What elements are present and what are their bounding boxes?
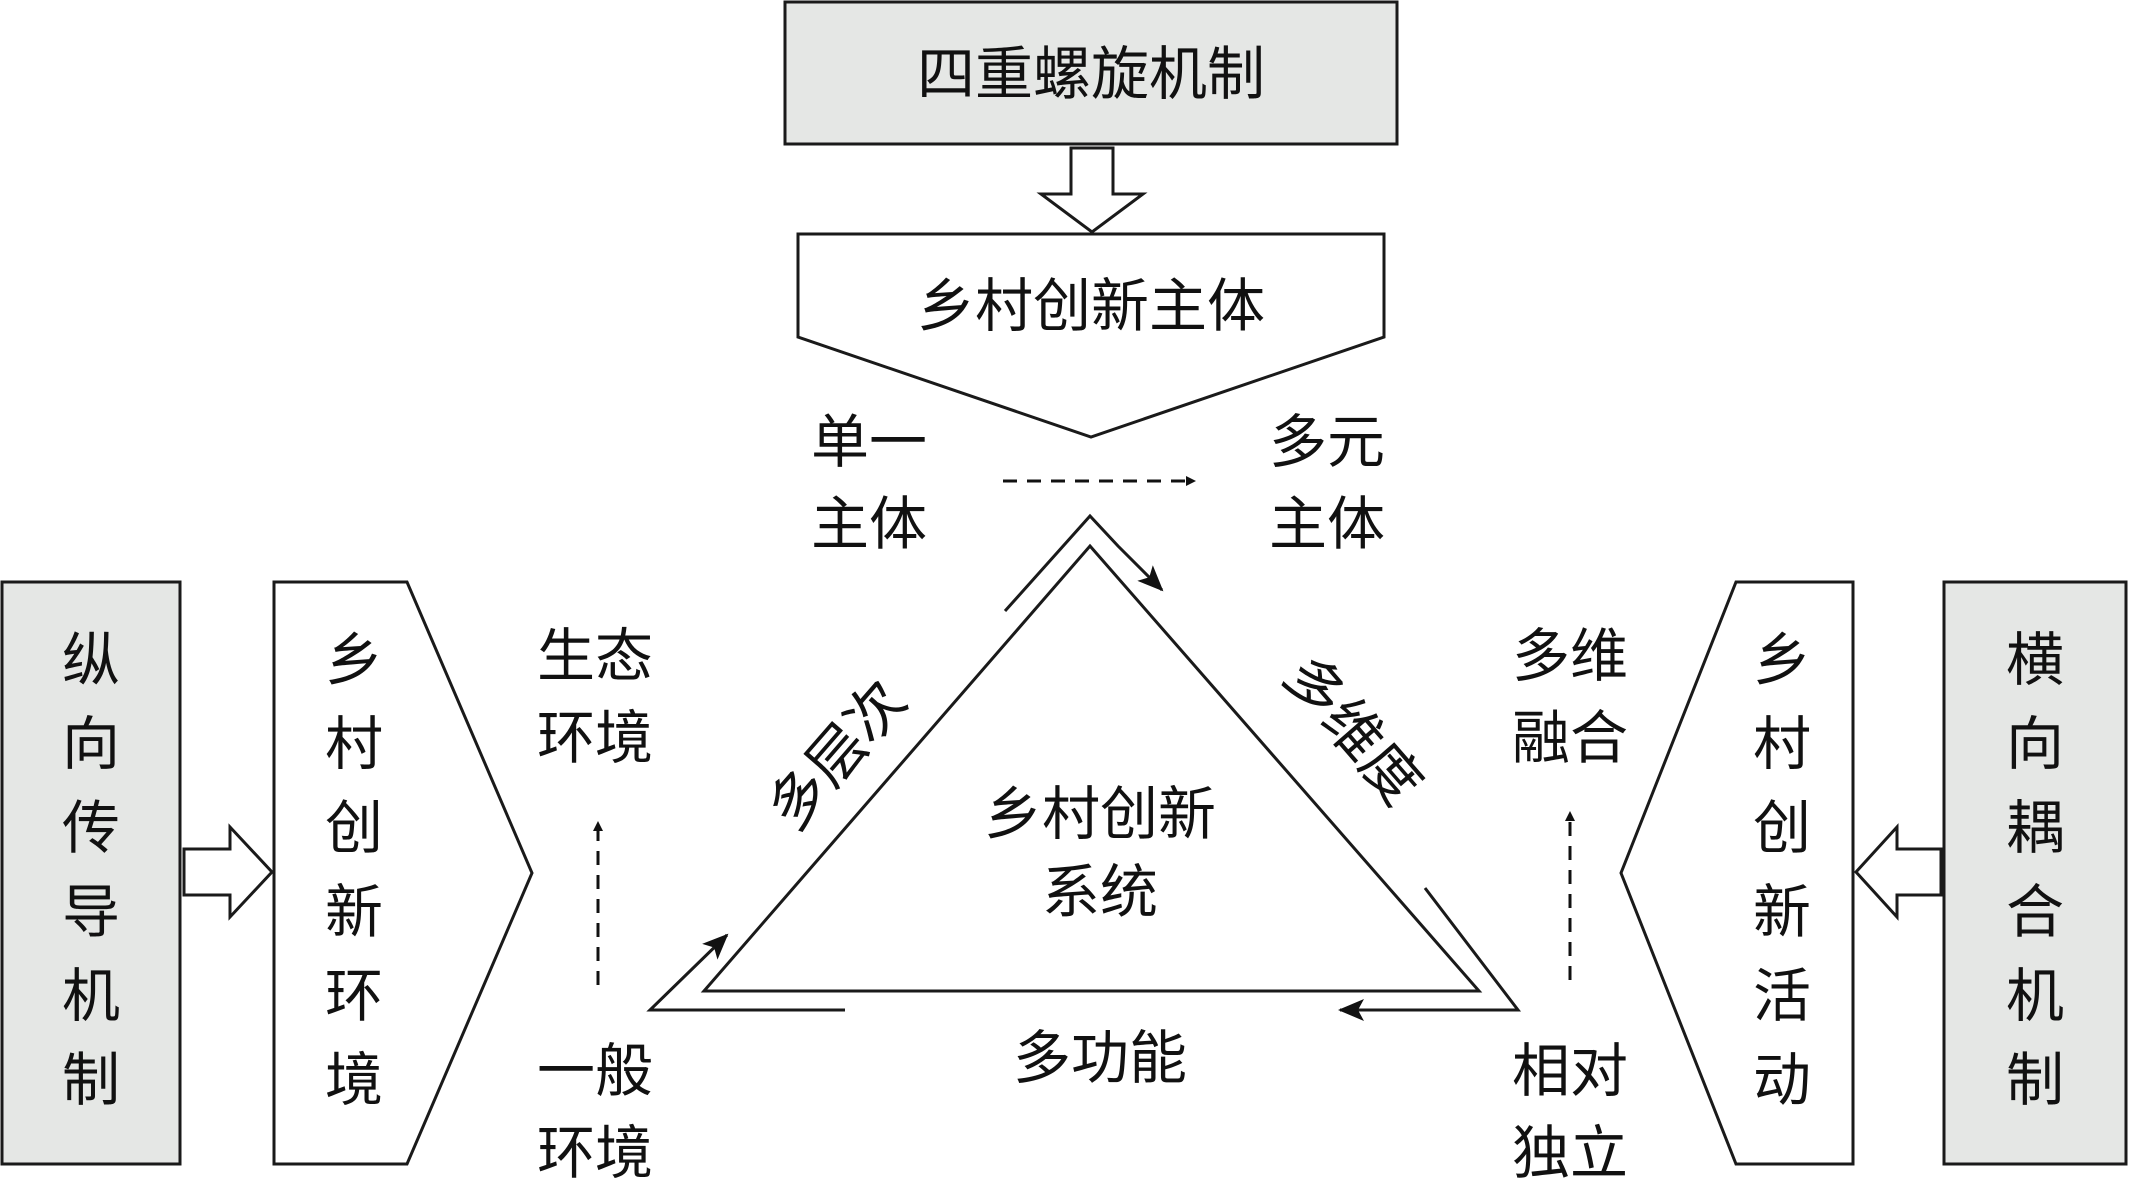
left-hollow-arrow (182, 823, 275, 921)
subject-pentagon (796, 232, 1386, 439)
single-subject-line1: 单一 (811, 408, 927, 476)
left-mech-char-6: 制 (62, 1046, 120, 1114)
general-env-line1: 一般 (537, 1037, 653, 1105)
right-act-char-2: 村 (1753, 710, 1811, 778)
left-env-char-1: 乡 (325, 626, 383, 694)
right-act-char-6: 动 (1753, 1046, 1811, 1114)
left-mech-char-1: 纵 (62, 626, 120, 694)
down-hollow-arrow (1036, 146, 1148, 234)
left-mech-char-3: 传 (62, 794, 120, 862)
system-triangle (700, 543, 1483, 993)
system-label-line1: 乡村创新 (984, 780, 1216, 848)
multi-subject-line1: 多元 (1269, 408, 1385, 476)
left-env-char-5: 环 (325, 962, 383, 1030)
left-mech-char-5: 机 (62, 962, 120, 1030)
rel-indep-line1: 相对 (1512, 1037, 1628, 1105)
right-mech-char-6: 制 (2006, 1046, 2064, 1114)
right-mech-char-5: 机 (2006, 962, 2064, 1030)
right-mech-char-4: 合 (2006, 878, 2064, 946)
left-env-char-6: 境 (325, 1046, 383, 1114)
rel-indep-line2: 独立 (1512, 1119, 1628, 1183)
right-hollow-arrow (1853, 823, 1943, 921)
right-act-char-5: 活 (1753, 962, 1811, 1030)
top-mechanism-box (783, 0, 1399, 146)
left-mech-char-2: 向 (62, 710, 120, 778)
right-act-char-1: 乡 (1753, 626, 1811, 694)
right-act-char-4: 新 (1753, 878, 1811, 946)
spiral-line-top (1003, 513, 1164, 613)
general-env-line2: 环境 (537, 1119, 653, 1183)
right-mech-char-3: 耦 (2006, 794, 2064, 862)
left-env-pentagon (272, 580, 534, 1166)
right-mech-char-2: 向 (2006, 710, 2064, 778)
single-subject-line2: 主体 (811, 490, 927, 558)
system-label-line2: 系统 (1042, 858, 1158, 926)
spiral-line-left (646, 933, 845, 1012)
spiral-line-right (1338, 887, 1522, 1021)
multi-subject-line2: 主体 (1269, 490, 1385, 558)
subject-label: 乡村创新主体 (917, 272, 1265, 340)
eco-env-line1: 生态 (537, 622, 653, 690)
right-mechanism-box (1942, 580, 2128, 1166)
right-act-char-3: 创 (1753, 794, 1811, 862)
left-mech-char-4: 导 (62, 878, 120, 946)
multi-fusion-line2: 融合 (1512, 704, 1628, 772)
left-env-char-3: 创 (325, 794, 383, 862)
left-env-char-4: 新 (325, 878, 383, 946)
right-activity-pentagon (1619, 580, 1855, 1166)
right-mech-char-1: 横 (2006, 626, 2064, 694)
eco-env-line2: 环境 (537, 704, 653, 772)
top-mechanism-label: 四重螺旋机制 (917, 40, 1265, 108)
side-label-multifunction: 多功能 (1013, 1024, 1187, 1092)
left-mechanism-box (0, 580, 182, 1166)
multi-fusion-line1: 多维 (1512, 622, 1628, 690)
left-env-char-2: 村 (325, 710, 383, 778)
